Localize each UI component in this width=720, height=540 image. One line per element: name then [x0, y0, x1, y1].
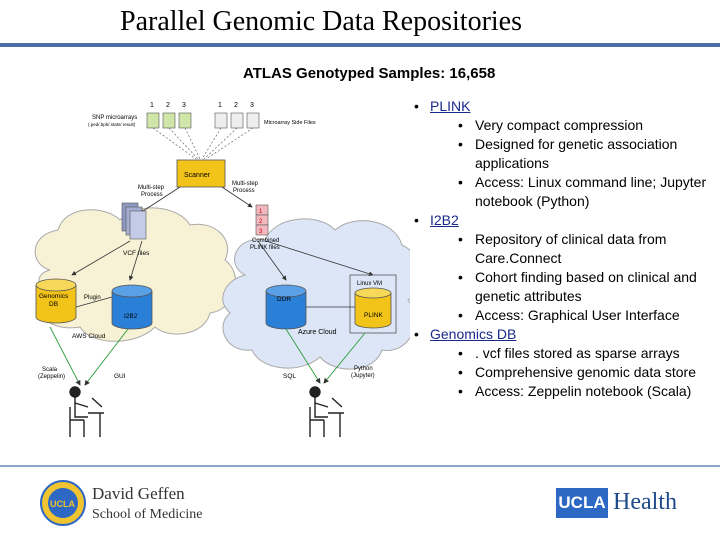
side-file-3 — [246, 112, 260, 129]
microarray-file-1 — [146, 112, 160, 129]
linux-vm-label: Linux VM — [357, 281, 382, 287]
plink-top — [354, 287, 392, 299]
list-item: Comprehensive genomic data store — [430, 363, 717, 382]
ucla-badge: UCLA — [556, 488, 608, 518]
plink-num-3: 3 — [259, 229, 263, 235]
page-title: Parallel Genomic Data Repositories — [120, 6, 522, 37]
ddr-label: DDR — [277, 296, 291, 303]
batch-num-left-2: 2 — [166, 102, 170, 109]
scala-label-1: Scala — [42, 367, 58, 373]
plink-file-3 — [255, 224, 269, 236]
user-desk-icon-right — [309, 386, 344, 437]
subtitle: ATLAS Genotyped Samples: 16,658 — [243, 65, 496, 82]
sql-label: SQL — [283, 373, 296, 380]
vcf-file-front — [129, 210, 147, 240]
plink-cylinder — [354, 293, 392, 329]
genomics-db-cylinder — [35, 285, 77, 324]
vcf-files-label: VCF files — [123, 250, 150, 257]
azure-cloud-label: Azure Cloud — [298, 329, 337, 336]
list-item: Very compact compression — [430, 116, 717, 135]
ucla-seal-icon: UCLA — [40, 480, 86, 526]
footer-divider — [0, 465, 720, 467]
batch-num-right-3: 3 — [250, 102, 254, 109]
ddr-cylinder — [265, 291, 307, 330]
list-item: Repository of clinical data from Care.Co… — [430, 230, 717, 268]
multistep-right-label-2: Process — [233, 188, 255, 194]
microarray-file-2 — [162, 112, 176, 129]
list-item: . vcf files stored as sparse arrays — [430, 344, 717, 363]
bullet-plink: PLINK Very compact compression Designed … — [412, 97, 717, 211]
python-label-2: (Jupyter) — [351, 373, 375, 379]
geffen-logo: UCLA David Geffen School of Medicine — [40, 478, 220, 530]
snp-microarrays-sublabel: (.ped/.bpb/.stats/.result) — [88, 122, 136, 127]
side-file-1 — [214, 112, 228, 129]
health-wordmark: Health — [613, 489, 677, 515]
side-file-2 — [230, 112, 244, 129]
title-divider — [0, 43, 720, 47]
multistep-left-label-2: Process — [141, 192, 163, 198]
snp-microarrays-label: SNP microarrays — [92, 115, 137, 121]
ucla-health-logo: UCLA Health — [556, 488, 686, 518]
i2b2-cylinder — [111, 291, 153, 330]
scanner-box — [176, 159, 226, 188]
i2b2-link[interactable]: I2B2 — [430, 212, 459, 228]
plink-link[interactable]: PLINK — [430, 98, 471, 114]
batch-num-left-3: 3 — [182, 102, 186, 109]
scanner-label: Scanner — [184, 172, 211, 179]
feature-bullets: PLINK Very compact compression Designed … — [412, 97, 717, 401]
list-item: Access: Graphical User Interface — [430, 306, 717, 325]
microarray-file-3 — [178, 112, 192, 129]
geffen-name: David Geffen — [92, 484, 185, 503]
batch-num-right-1: 1 — [218, 102, 222, 109]
multistep-left-label-1: Multi-step — [138, 185, 165, 191]
bullet-genomics-db: Genomics DB . vcf files stored as sparse… — [412, 325, 717, 401]
geffen-school: School of Medicine — [92, 507, 203, 522]
plugin-label: Plugin — [84, 295, 101, 301]
plink-num-2: 2 — [259, 219, 263, 225]
genomics-db-label-1: Genomics — [39, 293, 69, 300]
seal-text: UCLA — [50, 499, 75, 509]
genomics-db-top — [35, 278, 77, 292]
architecture-diagram: 1 2 3 1 2 3 SNP microarrays (.ped/.bpb/.… — [34, 102, 410, 437]
plink-db-label: PLINK — [364, 312, 383, 319]
aws-cloud-label: AWS Cloud — [72, 333, 106, 340]
sidecar-files-label: Microarray Side Files — [264, 120, 316, 126]
multistep-right-label-1: Multi-step — [232, 181, 259, 187]
combined-plink-label-1: Combined — [252, 238, 279, 244]
gui-label: GUI — [114, 373, 126, 380]
batch-num-right-2: 2 — [234, 102, 238, 109]
list-item: Access: Zeppelin notebook (Scala) — [430, 382, 717, 401]
i2b2-top — [111, 284, 153, 298]
azure-cloud-shape — [222, 218, 410, 370]
linux-vm-box — [349, 274, 397, 334]
genomics-db-link[interactable]: Genomics DB — [430, 326, 517, 342]
ddr-top — [265, 284, 307, 298]
batch-num-left-1: 1 — [150, 102, 154, 109]
python-label-1: Python — [354, 366, 373, 372]
user-desk-icon-left — [69, 386, 104, 437]
scala-label-2: (Zeppelin) — [38, 374, 65, 380]
bullet-i2b2: I2B2 Repository of clinical data from Ca… — [412, 211, 717, 325]
plink-num-1: 1 — [259, 209, 263, 215]
i2b2-label: I2B2 — [124, 313, 138, 320]
genomics-db-label-2: DB — [49, 301, 58, 308]
combined-plink-label-2: PLINK files — [250, 245, 280, 251]
list-item: Access: Linux command line; Jupyter note… — [430, 173, 717, 211]
list-item: Cohort finding based on clinical and gen… — [430, 268, 717, 306]
list-item: Designed for genetic association applica… — [430, 135, 717, 173]
